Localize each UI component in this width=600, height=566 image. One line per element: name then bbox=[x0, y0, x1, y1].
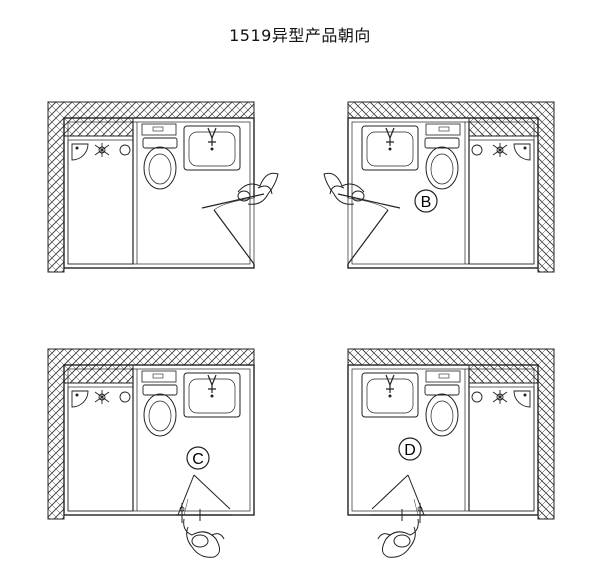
orientation-b-label: B bbox=[421, 194, 432, 211]
plan-orientation-b bbox=[324, 101, 555, 273]
plan-orientation-a bbox=[47, 101, 278, 273]
diagram-title: 1519异型产品朝向 bbox=[229, 26, 371, 45]
orientation-c-marker: C bbox=[186, 446, 210, 470]
plan-orientation-d bbox=[347, 348, 555, 557]
orientation-c-label: C bbox=[192, 451, 204, 468]
orientation-d-label: D bbox=[404, 442, 416, 459]
orientation-b-marker: B bbox=[414, 189, 438, 213]
plan-orientation-c bbox=[47, 348, 255, 557]
orientation-d-marker: D bbox=[398, 437, 422, 461]
